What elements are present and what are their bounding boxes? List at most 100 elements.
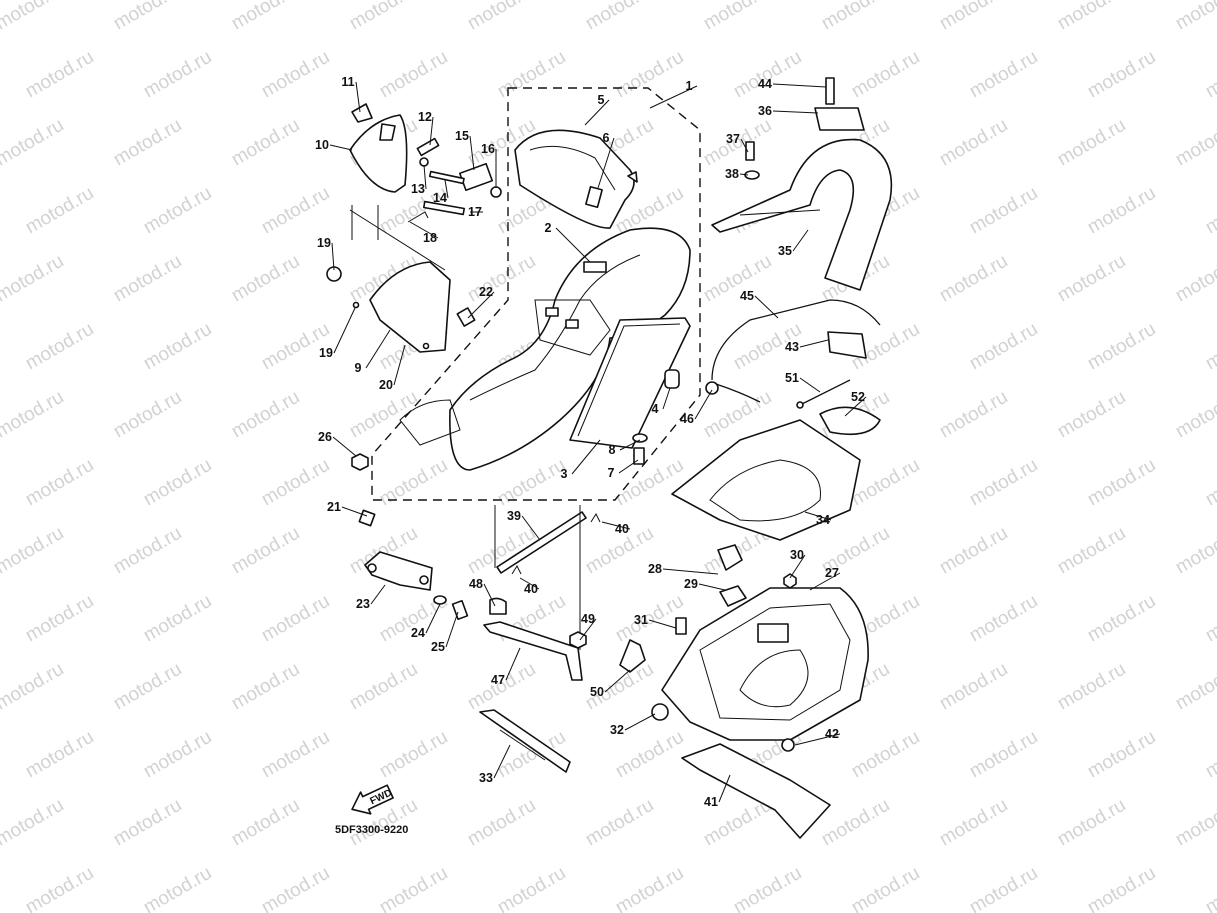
- watermark-text: motod.ru: [966, 863, 1041, 913]
- fwd-arrow-icon: FWD: [351, 784, 394, 815]
- callout-label: 38: [725, 167, 739, 181]
- watermark-text: motod.ru: [1202, 455, 1217, 511]
- watermark-text: motod.ru: [22, 455, 97, 511]
- side-panel-part: [369, 261, 451, 353]
- watermark-text: motod.ru: [848, 863, 923, 913]
- leader-line: [355, 81, 361, 113]
- callout-label: 33: [479, 771, 493, 785]
- callout-label: 22: [479, 285, 493, 299]
- callout-label: 50: [590, 685, 604, 699]
- callout-label: 42: [825, 727, 839, 741]
- watermark-text: motod.ru: [22, 591, 97, 647]
- callout-label: 47: [491, 673, 505, 687]
- lower-plate-part: [681, 743, 831, 839]
- watermark-text: motod.ru: [258, 863, 333, 913]
- leader-line: [618, 459, 639, 474]
- watermark-text: motod.ru: [1084, 319, 1159, 375]
- watermark-text: motod.ru: [1054, 523, 1129, 579]
- leader-line: [844, 396, 867, 417]
- watermark-text: motod.ru: [936, 523, 1011, 579]
- leader-line: [331, 242, 335, 271]
- watermark-text: motod.ru: [228, 387, 303, 443]
- watermark-text: motod.ru: [346, 387, 421, 443]
- watermark-text: motod.ru: [22, 47, 97, 103]
- watermark-text: motod.ru: [258, 727, 333, 783]
- callout-label: 2: [545, 221, 552, 235]
- watermark-text: motod.ru: [700, 251, 775, 307]
- callout-label: 30: [790, 548, 804, 562]
- watermark-text: motod.ru: [1084, 863, 1159, 913]
- leader-line: [809, 572, 841, 591]
- watermark-text: motod.ru: [1172, 115, 1217, 171]
- watermark-text: motod.ru: [848, 47, 923, 103]
- leader-line: [365, 329, 391, 369]
- watermark-text: motod.ru: [464, 251, 539, 307]
- watermark-text: motod.ru: [1172, 523, 1217, 579]
- watermark-text: motod.ru: [0, 523, 67, 579]
- watermark-text: motod.ru: [1172, 387, 1217, 443]
- watermark-text: motod.ru: [376, 455, 451, 511]
- watermark-text: motod.ru: [140, 727, 215, 783]
- leader-line: [619, 439, 641, 451]
- rod-part: [496, 511, 587, 574]
- leader-line: [423, 164, 427, 190]
- tray-part: [671, 419, 861, 541]
- watermark-text: motod.ru: [0, 659, 67, 715]
- watermark-text: motod.ru: [464, 795, 539, 851]
- leader-line: [519, 577, 540, 590]
- leader-line: [718, 774, 731, 803]
- watermark-text: motod.ru: [140, 591, 215, 647]
- leader-line: [505, 647, 521, 681]
- callout-label: 36: [758, 104, 772, 118]
- watermark-text: motod.ru: [110, 115, 185, 171]
- callout-label: 15: [455, 129, 469, 143]
- leader-line: [332, 436, 357, 457]
- watermark-text: motod.ru: [140, 863, 215, 913]
- leader-line: [789, 554, 806, 579]
- watermark-text: motod.ru: [1084, 183, 1159, 239]
- leader-line: [584, 99, 610, 126]
- watermark-text: motod.ru: [1172, 0, 1217, 34]
- callout-label: 34: [816, 513, 830, 527]
- leader-lines: [329, 81, 867, 803]
- watermark-text: motod.ru: [966, 455, 1041, 511]
- watermark-text: motod.ru: [140, 183, 215, 239]
- callout-label: 5: [598, 93, 605, 107]
- watermark-text: motod.ru: [612, 47, 687, 103]
- callout-label: 46: [680, 412, 694, 426]
- watermark-text: motod.ru: [1172, 251, 1217, 307]
- leader-line: [425, 603, 441, 634]
- watermark-text: motod.ru: [1054, 251, 1129, 307]
- leader-line: [333, 307, 356, 354]
- leader-line: [649, 85, 698, 109]
- watermark-text: motod.ru: [936, 0, 1011, 34]
- callout-label: 16: [481, 142, 495, 156]
- callout-label: 43: [785, 340, 799, 354]
- watermark-text: motod.ru: [1202, 319, 1217, 375]
- watermark-text: motod.ru: [376, 47, 451, 103]
- watermark-text: motod.ru: [22, 727, 97, 783]
- callout-label: 12: [418, 110, 432, 124]
- clip-part: [351, 103, 373, 123]
- callout-label: 27: [825, 566, 839, 580]
- callout-label: 41: [704, 795, 718, 809]
- watermark-text: motod.ru: [612, 455, 687, 511]
- watermark-text: motod.ru: [818, 795, 893, 851]
- watermark-text: motod.ru: [612, 863, 687, 913]
- callout-label: 10: [315, 138, 329, 152]
- leader-line: [409, 221, 439, 239]
- callout-label: 24: [411, 626, 425, 640]
- watermark-text: motod.ru: [1084, 47, 1159, 103]
- leader-line: [698, 583, 726, 591]
- leader-line: [601, 521, 631, 530]
- callout-label: 52: [851, 390, 865, 404]
- callout-label: 4: [652, 402, 659, 416]
- callout-label: 31: [634, 613, 648, 627]
- callout-label: 19: [317, 236, 331, 250]
- watermark-text: motod.ru: [464, 0, 539, 34]
- callout-label: 48: [469, 577, 483, 591]
- bracket-part: [364, 551, 433, 591]
- watermark-text: motod.ru: [494, 863, 569, 913]
- leader-line: [493, 744, 511, 779]
- watermark-text: motod.ru: [1084, 591, 1159, 647]
